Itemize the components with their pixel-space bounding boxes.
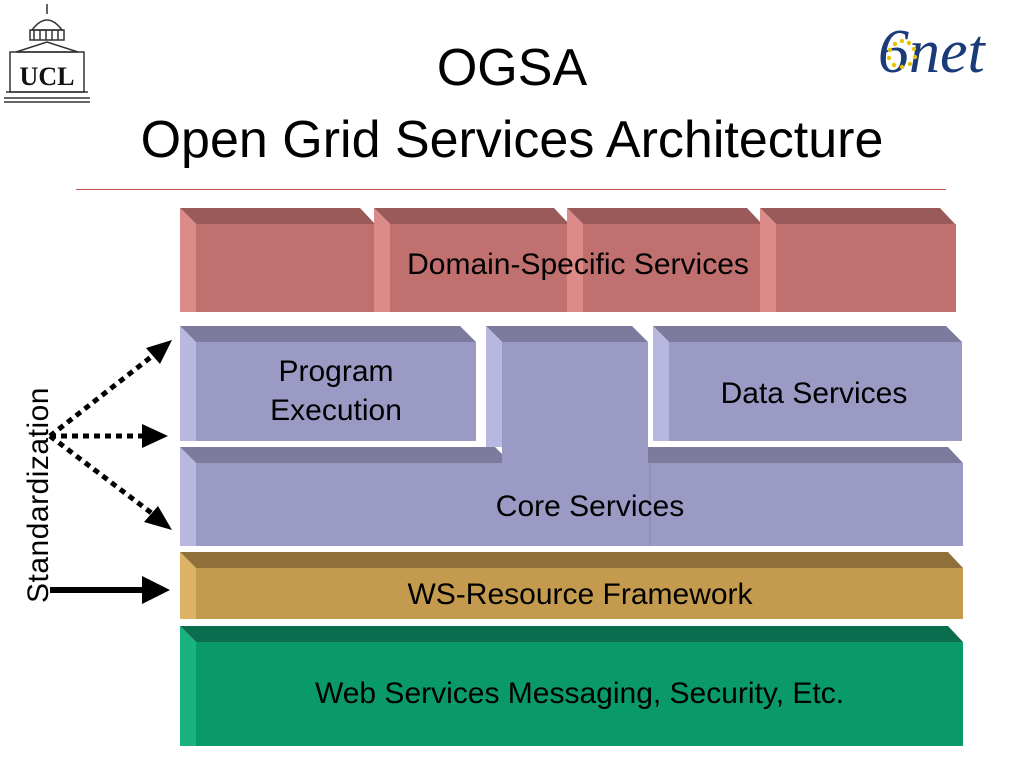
core-services-column — [486, 326, 648, 546]
domain-specific-label: Domain-Specific Services — [407, 248, 749, 281]
wsrf-block — [180, 552, 963, 619]
solid-arrow-wsrf — [50, 576, 170, 604]
data-services-block — [653, 326, 962, 441]
dotted-arrow-lower — [48, 434, 172, 530]
web-services-block — [180, 626, 963, 746]
program-execution-label: Program Execution — [270, 355, 402, 427]
6net-globe-logo-icon: 6net — [878, 18, 987, 86]
domain-specific-block-4 — [760, 208, 956, 312]
domain-specific-block-2 — [374, 208, 570, 312]
standardization-label: Standardization — [22, 387, 55, 603]
web-services-label: Web Services Messaging, Security, Etc. — [314, 677, 845, 710]
core-services-label: Core Services — [495, 490, 685, 523]
core-services-block — [180, 447, 963, 546]
domain-specific-block-1 — [180, 208, 376, 312]
ucl-dome-logo-icon: UCL — [4, 4, 90, 103]
6net-logo-text: 6net — [878, 18, 987, 86]
data-services-label: Data Services — [720, 377, 908, 410]
dotted-arrow-upper — [48, 340, 172, 438]
wsrf-label: WS-Resource Framework — [407, 578, 753, 611]
slide-title-line1: OGSA — [436, 39, 588, 97]
title-divider — [76, 189, 946, 190]
slide-title-line2: Open Grid Services Architecture — [140, 111, 884, 169]
domain-specific-block-3 — [567, 208, 763, 312]
program-execution-block — [180, 326, 476, 441]
dotted-arrow-middle — [50, 424, 168, 448]
ucl-logo-text: UCL — [20, 62, 75, 91]
